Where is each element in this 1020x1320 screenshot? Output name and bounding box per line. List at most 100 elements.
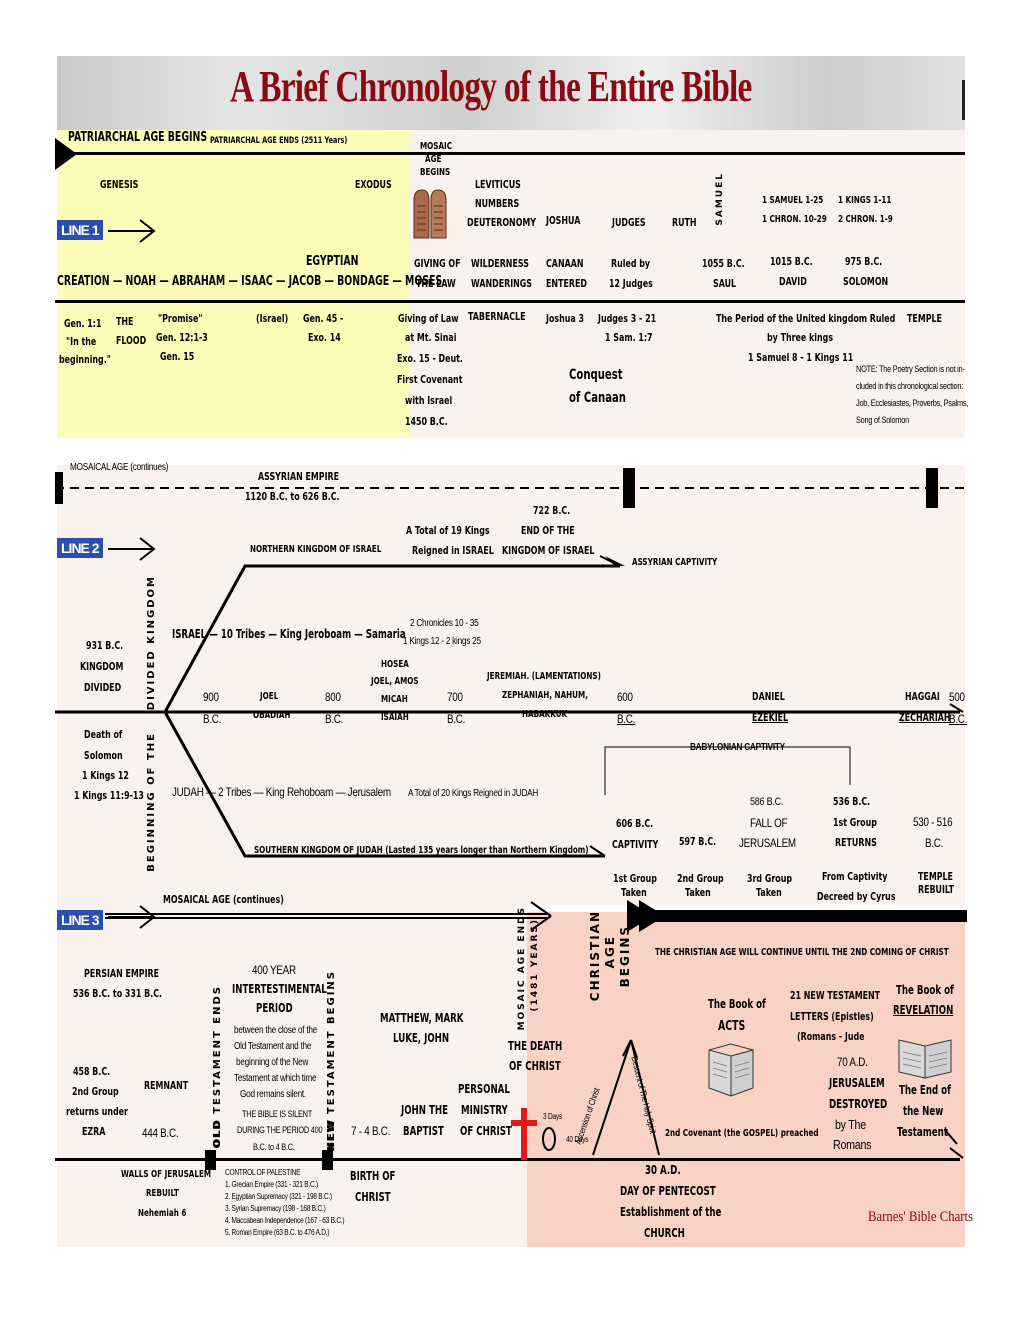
y400: 400 YEAR [252, 963, 296, 977]
years-1481-vertical: (1481 YEARS) [530, 918, 540, 1012]
rebuilt: REBUILT [146, 1188, 179, 1199]
end-of: The End of [899, 1083, 951, 1097]
romans: Romans [833, 1137, 872, 1152]
haggai: HAGGAI [905, 690, 940, 703]
date-1055: 1055 B.C. [702, 257, 745, 270]
mosaic-age-ends-vertical: MOSAIC AGE ENDS [517, 906, 527, 1031]
from-captivity: From Captivity [822, 870, 888, 883]
ref-sinai: at Mt. Sinai [405, 331, 457, 344]
ref-conquest: Conquest [569, 367, 623, 383]
jerusalem-destroyed-1: JERUSALEM [829, 1076, 885, 1090]
canaan: CANAAN [546, 257, 584, 270]
line1-arrow-icon [108, 219, 156, 243]
ezra: EZRA [82, 1125, 106, 1138]
chron-ref: 2 Chronicles 10 - 35 [410, 618, 479, 629]
bible-silent: THE BIBLE IS SILENT [242, 1109, 312, 1119]
ministry: MINISTRY [461, 1103, 508, 1117]
patriarchal-begins: PATRIARCHAL AGE BEGINS [68, 130, 208, 145]
n700: 700 [447, 690, 463, 704]
ref-of-canaan: of Canaan [569, 390, 626, 406]
death-of: Death of [84, 728, 123, 741]
temple-rebuilt: TEMPLE REBUILT [918, 870, 955, 896]
divided-label: DIVIDED [84, 681, 122, 694]
beginning-of-vertical: BEGINNING OF THE [146, 732, 157, 872]
wanderings: WANDERINGS [471, 277, 533, 290]
christ: CHRIST [355, 1190, 391, 1204]
luke-john: LUKE, JOHN [393, 1031, 450, 1045]
giving-of: GIVING OF [414, 257, 461, 270]
isaiah: ISAIAH [381, 712, 409, 723]
line3-arrow-icon [108, 905, 156, 929]
end-of-the: END OF THE [521, 524, 575, 537]
book-2chron: 2 CHRON. 1-9 [838, 214, 893, 225]
solomon: SOLOMON [843, 275, 889, 288]
empire-3: 3. Syrian Supremacy (198 - 168 B.C.) [225, 1204, 326, 1213]
micah: MICAH [381, 694, 408, 705]
church: CHURCH [644, 1226, 685, 1240]
christian-begins-1: CHRISTIAN [588, 910, 602, 1002]
northern-kingdom: NORTHERN KINGDOM OF ISRAEL [250, 544, 382, 555]
between-2: Old Testament and the [234, 1041, 312, 1052]
ref-flood: THE FLOOD [116, 315, 147, 347]
patriarchal-panel [57, 130, 409, 438]
law-tablets-icon [413, 189, 447, 239]
page-title: A Brief Chronology of the Entire Bible [230, 62, 752, 111]
line1-badge: LINE 1 [57, 220, 103, 240]
personal: PERSONAL [458, 1082, 510, 1096]
old-vertical: OLD [212, 1118, 223, 1148]
n600: 600 [617, 690, 633, 704]
g3: 3rd Group [747, 872, 792, 885]
n800: 800 [325, 690, 341, 704]
mosaic-continues-2: MOSAICAL AGE (continues) [70, 462, 169, 473]
between-4: Testament at which time [234, 1073, 317, 1084]
n500: 500 [949, 690, 965, 704]
daniel: DANIEL [752, 690, 785, 703]
assyrian-empire: ASSYRIAN EMPIRE [258, 470, 340, 483]
mosaic-continues-3: MOSAICAL AGE (continues) [163, 893, 284, 906]
line2-arrow-icon [108, 537, 156, 561]
bc900: B.C. [203, 712, 222, 726]
book-of-acts: The Book of [708, 997, 766, 1011]
date-444: 444 B.C. [142, 1126, 179, 1140]
establishment: Establishment of the [620, 1205, 722, 1219]
three-days: 3 Days [543, 1112, 562, 1121]
between-5: God remains silent. [240, 1089, 306, 1100]
zephaniah: ZEPHANIAH, NAHUM, [502, 690, 588, 701]
john-the: JOHN THE [401, 1103, 449, 1117]
empire-4: 4. Maccabean Independence (167 - 63 B.C.… [225, 1216, 345, 1225]
matthew-mark: MATTHEW, MARK [380, 1011, 464, 1025]
ref-gen11: Gen. 1:1 [64, 317, 102, 330]
obadiah: OBADIAH [253, 710, 291, 721]
cross-icon [511, 1108, 537, 1160]
mosaic-begins-1: MOSAIC [420, 141, 453, 152]
bc500: B.C. [949, 712, 968, 726]
empire-1: 1. Grecian Empire (331 - 321 B.C.) [225, 1180, 318, 1189]
date-975: 975 B.C. [845, 255, 883, 268]
book-judges: JUDGES [612, 216, 646, 229]
baptist: BAPTIST [403, 1124, 444, 1138]
date-597: 597 B.C. [679, 835, 717, 848]
book-leviticus: LEVITICUS [475, 178, 521, 191]
book-1samuel: 1 SAMUEL 1-25 [762, 195, 824, 206]
g1: 1st Group [613, 872, 657, 885]
persian-dates: 536 B.C. to 331 B.C. [73, 987, 163, 1000]
ref-tabernacle: TABERNACLE [468, 310, 526, 323]
zechariah: ZECHARIAH [899, 711, 951, 724]
ref-sam8: 1 Samuel 8 - 1 Kings 11 [748, 351, 854, 364]
book-deuteronomy: DEUTERONOMY [467, 216, 537, 229]
book-numbers: NUMBERS [475, 197, 520, 210]
nehemiah: Nehemiah 6 [138, 1208, 187, 1219]
total19b: Reigned in ISRAEL [412, 544, 494, 557]
divided-kingdom-vertical: DIVIDED KINGDOM [146, 575, 157, 711]
david: DAVID [779, 275, 807, 288]
assyrian-captivity: ASSYRIAN CAPTIVITY [632, 557, 718, 568]
remnant: REMNANT [144, 1079, 189, 1092]
hosea: HOSEA [381, 659, 409, 670]
title-right-bar [962, 80, 965, 120]
returns-under: returns under [66, 1105, 128, 1118]
of-christ-2: OF CHRIST [509, 1059, 561, 1073]
between-3: beginning of the New [236, 1057, 309, 1068]
date-586: 586 B.C. [750, 796, 784, 808]
kings-ref: 1 Kings 12 - 2 kings 25 [403, 636, 481, 647]
ref-gen15: Gen. 15 [160, 350, 195, 363]
